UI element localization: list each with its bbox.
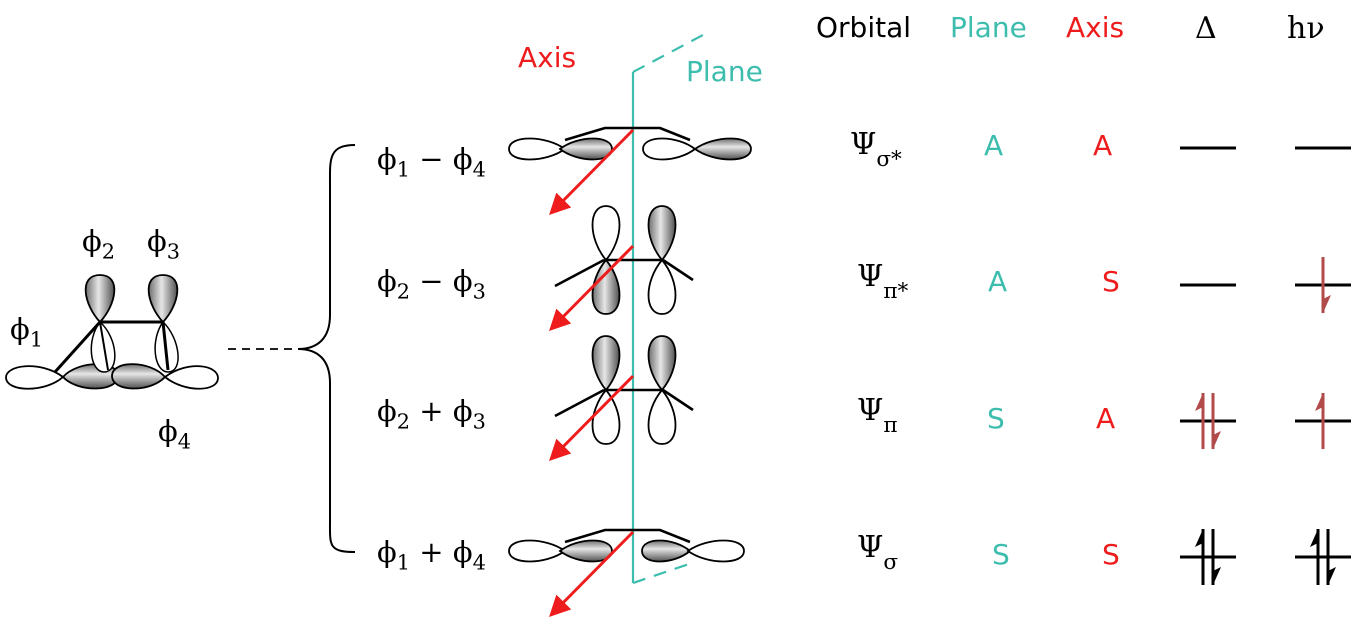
ring-bonds bbox=[564, 528, 691, 544]
phi4-label: ϕ4 bbox=[158, 414, 192, 454]
plane-symmetry: S bbox=[992, 538, 1010, 571]
axis-symmetry: A bbox=[1096, 402, 1116, 435]
axis-label: Axis bbox=[518, 41, 577, 74]
c2-axis-arrow bbox=[549, 374, 635, 461]
ring-bond bbox=[554, 388, 605, 418]
electron-down-head bbox=[1323, 295, 1331, 313]
electron-down-head bbox=[1328, 567, 1336, 585]
phi2-bottom-lobe bbox=[591, 388, 621, 445]
electron-up-head bbox=[1195, 393, 1203, 411]
bicyclobutane-molecule bbox=[5, 274, 219, 390]
header-axis: Axis bbox=[1066, 11, 1125, 44]
phi3-bottom-lobe bbox=[647, 388, 677, 445]
header-photo: hν bbox=[1287, 11, 1325, 46]
phi2-bottom-lobe bbox=[591, 258, 621, 315]
phi1-front-lobe bbox=[558, 539, 613, 563]
electron-down-head bbox=[1213, 431, 1221, 449]
phi3-top-lobe bbox=[647, 335, 677, 392]
header-thermal: Δ bbox=[1195, 11, 1217, 46]
header-plane: Plane bbox=[950, 11, 1027, 44]
ring-bond bbox=[554, 258, 605, 288]
psi-label: Ψσ* bbox=[850, 127, 902, 172]
phi1-back-lobe bbox=[508, 539, 567, 563]
phi4-front-lobe bbox=[693, 137, 752, 161]
axis-symmetry: S bbox=[1102, 538, 1120, 571]
combination-label: ϕ2 + ϕ3 bbox=[377, 394, 486, 434]
phi1-label: ϕ1 bbox=[10, 312, 44, 352]
electron-up-head bbox=[1195, 529, 1203, 547]
energy-level-thermal bbox=[1180, 393, 1236, 449]
mirror-plane bbox=[631, 34, 704, 585]
phi1-back-lobe bbox=[508, 137, 567, 161]
energy-levels bbox=[1180, 146, 1351, 585]
axis-symmetry: A bbox=[1093, 129, 1113, 162]
energy-level-photo bbox=[1295, 529, 1351, 585]
energy-level-photo bbox=[1295, 393, 1351, 449]
electron-up-head bbox=[1315, 393, 1323, 411]
psi-label: Ψπ bbox=[857, 393, 898, 438]
phi1-back-lobe bbox=[5, 365, 65, 390]
sigma-combination-orbital bbox=[508, 528, 745, 617]
phi4-back-lobe bbox=[163, 365, 219, 390]
phi2-top-lobe bbox=[591, 335, 621, 392]
energy-level-photo bbox=[1295, 257, 1351, 313]
phi2-label: ϕ2 bbox=[82, 224, 116, 264]
combination-label: ϕ1 + ϕ4 bbox=[377, 535, 486, 575]
pi-combination-orbital bbox=[549, 335, 694, 461]
psi-label: Ψπ* bbox=[857, 259, 909, 304]
phi3-top-lobe bbox=[147, 274, 179, 324]
electron-up-head bbox=[1310, 529, 1318, 547]
sigma-combination-orbital bbox=[508, 126, 752, 215]
c2-axis-arrow bbox=[549, 128, 635, 215]
combination-label: ϕ2 − ϕ3 bbox=[377, 264, 486, 304]
axis-symmetry: S bbox=[1102, 265, 1120, 298]
c2-axis-arrow bbox=[549, 530, 635, 617]
pi-combination-orbital bbox=[549, 205, 694, 331]
electron-down-head bbox=[1213, 567, 1221, 585]
phi3-top-lobe bbox=[647, 205, 677, 262]
phi3-bottom-lobe bbox=[647, 258, 677, 315]
phi3-label: ϕ3 bbox=[147, 224, 181, 264]
phi4-front-lobe bbox=[111, 363, 167, 390]
combination-label: ϕ1 − ϕ4 bbox=[377, 142, 486, 182]
phi2-top-lobe bbox=[591, 205, 621, 262]
correlation-connector bbox=[228, 144, 356, 553]
phi2-bottom-lobe bbox=[90, 320, 116, 373]
ring-bond bbox=[662, 258, 694, 282]
plane-symmetry: S bbox=[987, 402, 1005, 435]
phi2-top-lobe bbox=[84, 274, 116, 324]
plane-symmetry: A bbox=[984, 129, 1004, 162]
plane-symmetry: A bbox=[988, 265, 1008, 298]
phi4-back-lobe bbox=[686, 539, 745, 563]
combination-orbitals bbox=[508, 126, 752, 617]
phi4-back-lobe bbox=[642, 137, 697, 161]
ring-bonds bbox=[564, 126, 691, 142]
phi4-front-lobe bbox=[641, 539, 692, 563]
energy-level-thermal bbox=[1180, 529, 1236, 585]
header-orbital: Orbital bbox=[816, 11, 912, 44]
psi-label: Ψσ bbox=[857, 530, 899, 575]
phi1-front-lobe bbox=[558, 137, 613, 161]
c2-axis-arrow bbox=[549, 244, 635, 331]
plane-label: Plane bbox=[686, 55, 763, 88]
ring-bond bbox=[662, 388, 694, 412]
